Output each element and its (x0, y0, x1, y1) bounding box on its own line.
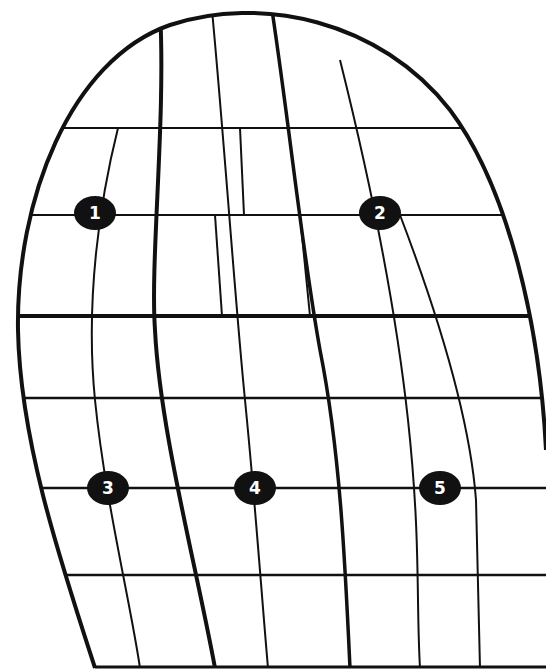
callout-number: 1 (89, 205, 101, 222)
callout-number: 5 (434, 480, 446, 497)
callout-number: 3 (102, 480, 114, 497)
callout-circle: 5 (419, 471, 461, 505)
callout-circle: 2 (359, 196, 401, 230)
callout-circle: 4 (234, 471, 276, 505)
sole-bottom (95, 666, 546, 669)
sole-outline (18, 13, 546, 668)
callout-circle: 3 (87, 471, 129, 505)
callout-circle: 1 (74, 196, 116, 230)
callout-number: 2 (374, 205, 386, 222)
callout-number: 4 (249, 480, 261, 497)
grid-lines (0, 10, 546, 668)
